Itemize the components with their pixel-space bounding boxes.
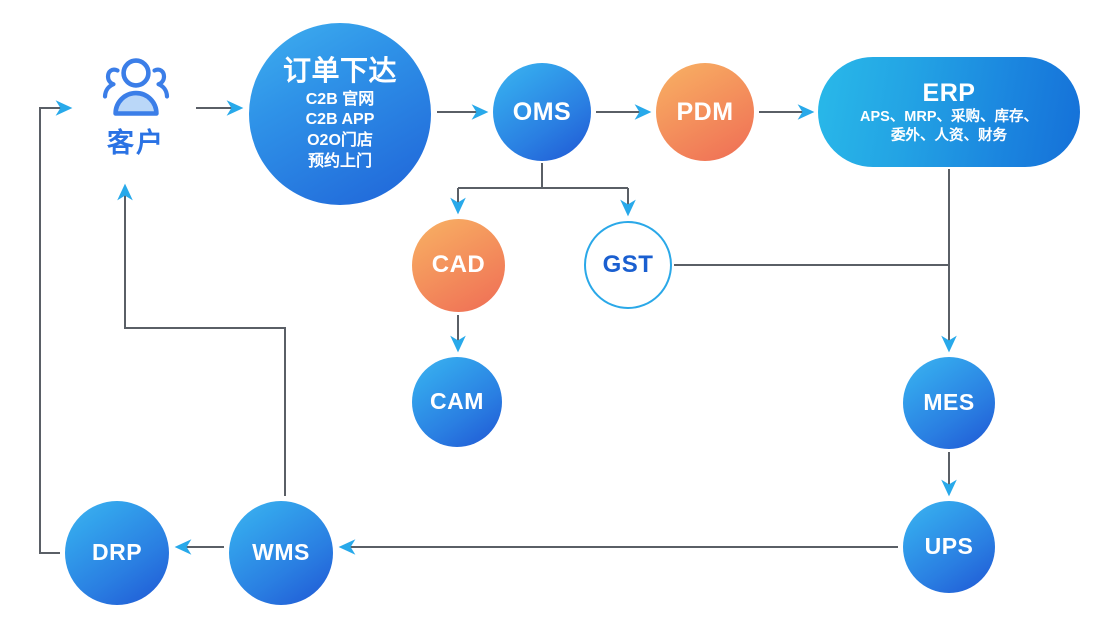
node-erp-title: ERP — [922, 78, 976, 107]
node-cam[interactable]: CAM — [412, 357, 502, 447]
node-order-title: 订单下达 — [282, 55, 397, 87]
node-wms-title: WMS — [252, 539, 310, 566]
node-ups-title: UPS — [924, 533, 974, 560]
node-order-sublines: C2B 官网 C2B APP O2O门店 预约上门 — [306, 90, 375, 173]
node-erp-subline-2: 委外、人资、财务 — [890, 127, 1007, 144]
node-order-subline-1: C2B 官网 — [305, 90, 375, 108]
node-order-subline-3: O2O门店 — [307, 132, 373, 150]
node-cad-title: CAD — [431, 251, 486, 279]
node-order-subline-2: C2B APP — [305, 111, 375, 129]
customer-group-icon — [102, 57, 170, 116]
node-order-subline-4: 预约上门 — [307, 152, 372, 170]
node-gst[interactable]: GST — [584, 221, 672, 309]
node-cam-title: CAM — [430, 388, 484, 415]
node-ups[interactable]: UPS — [903, 501, 995, 593]
node-order[interactable]: 订单下达 C2B 官网 C2B APP O2O门店 预约上门 — [249, 23, 431, 205]
node-drp[interactable]: DRP — [65, 501, 169, 605]
node-cad[interactable]: CAD — [412, 219, 505, 312]
node-erp[interactable]: ERP APS、MRP、采购、库存、 委外、人资、财务 — [818, 57, 1080, 167]
node-oms-title: OMS — [512, 98, 572, 126]
node-erp-sublines: APS、MRP、采购、库存、 委外、人资、财务 — [860, 108, 1038, 146]
edge-drp-customer — [39, 100, 73, 554]
node-drp-title: DRP — [91, 539, 143, 566]
node-erp-subline-1: APS、MRP、采购、库存、 — [859, 108, 1039, 125]
node-customer-label: 客户 — [107, 127, 165, 158]
node-pdm[interactable]: PDM — [656, 63, 754, 161]
node-wms[interactable]: WMS — [229, 501, 333, 605]
node-pdm-title: PDM — [676, 98, 734, 126]
node-customer[interactable]: 客户 — [82, 52, 190, 164]
edge-wms-customer — [117, 183, 286, 496]
node-mes-title: MES — [923, 389, 975, 416]
node-oms[interactable]: OMS — [493, 63, 591, 161]
node-gst-title: GST — [602, 250, 654, 278]
node-mes[interactable]: MES — [903, 357, 995, 449]
